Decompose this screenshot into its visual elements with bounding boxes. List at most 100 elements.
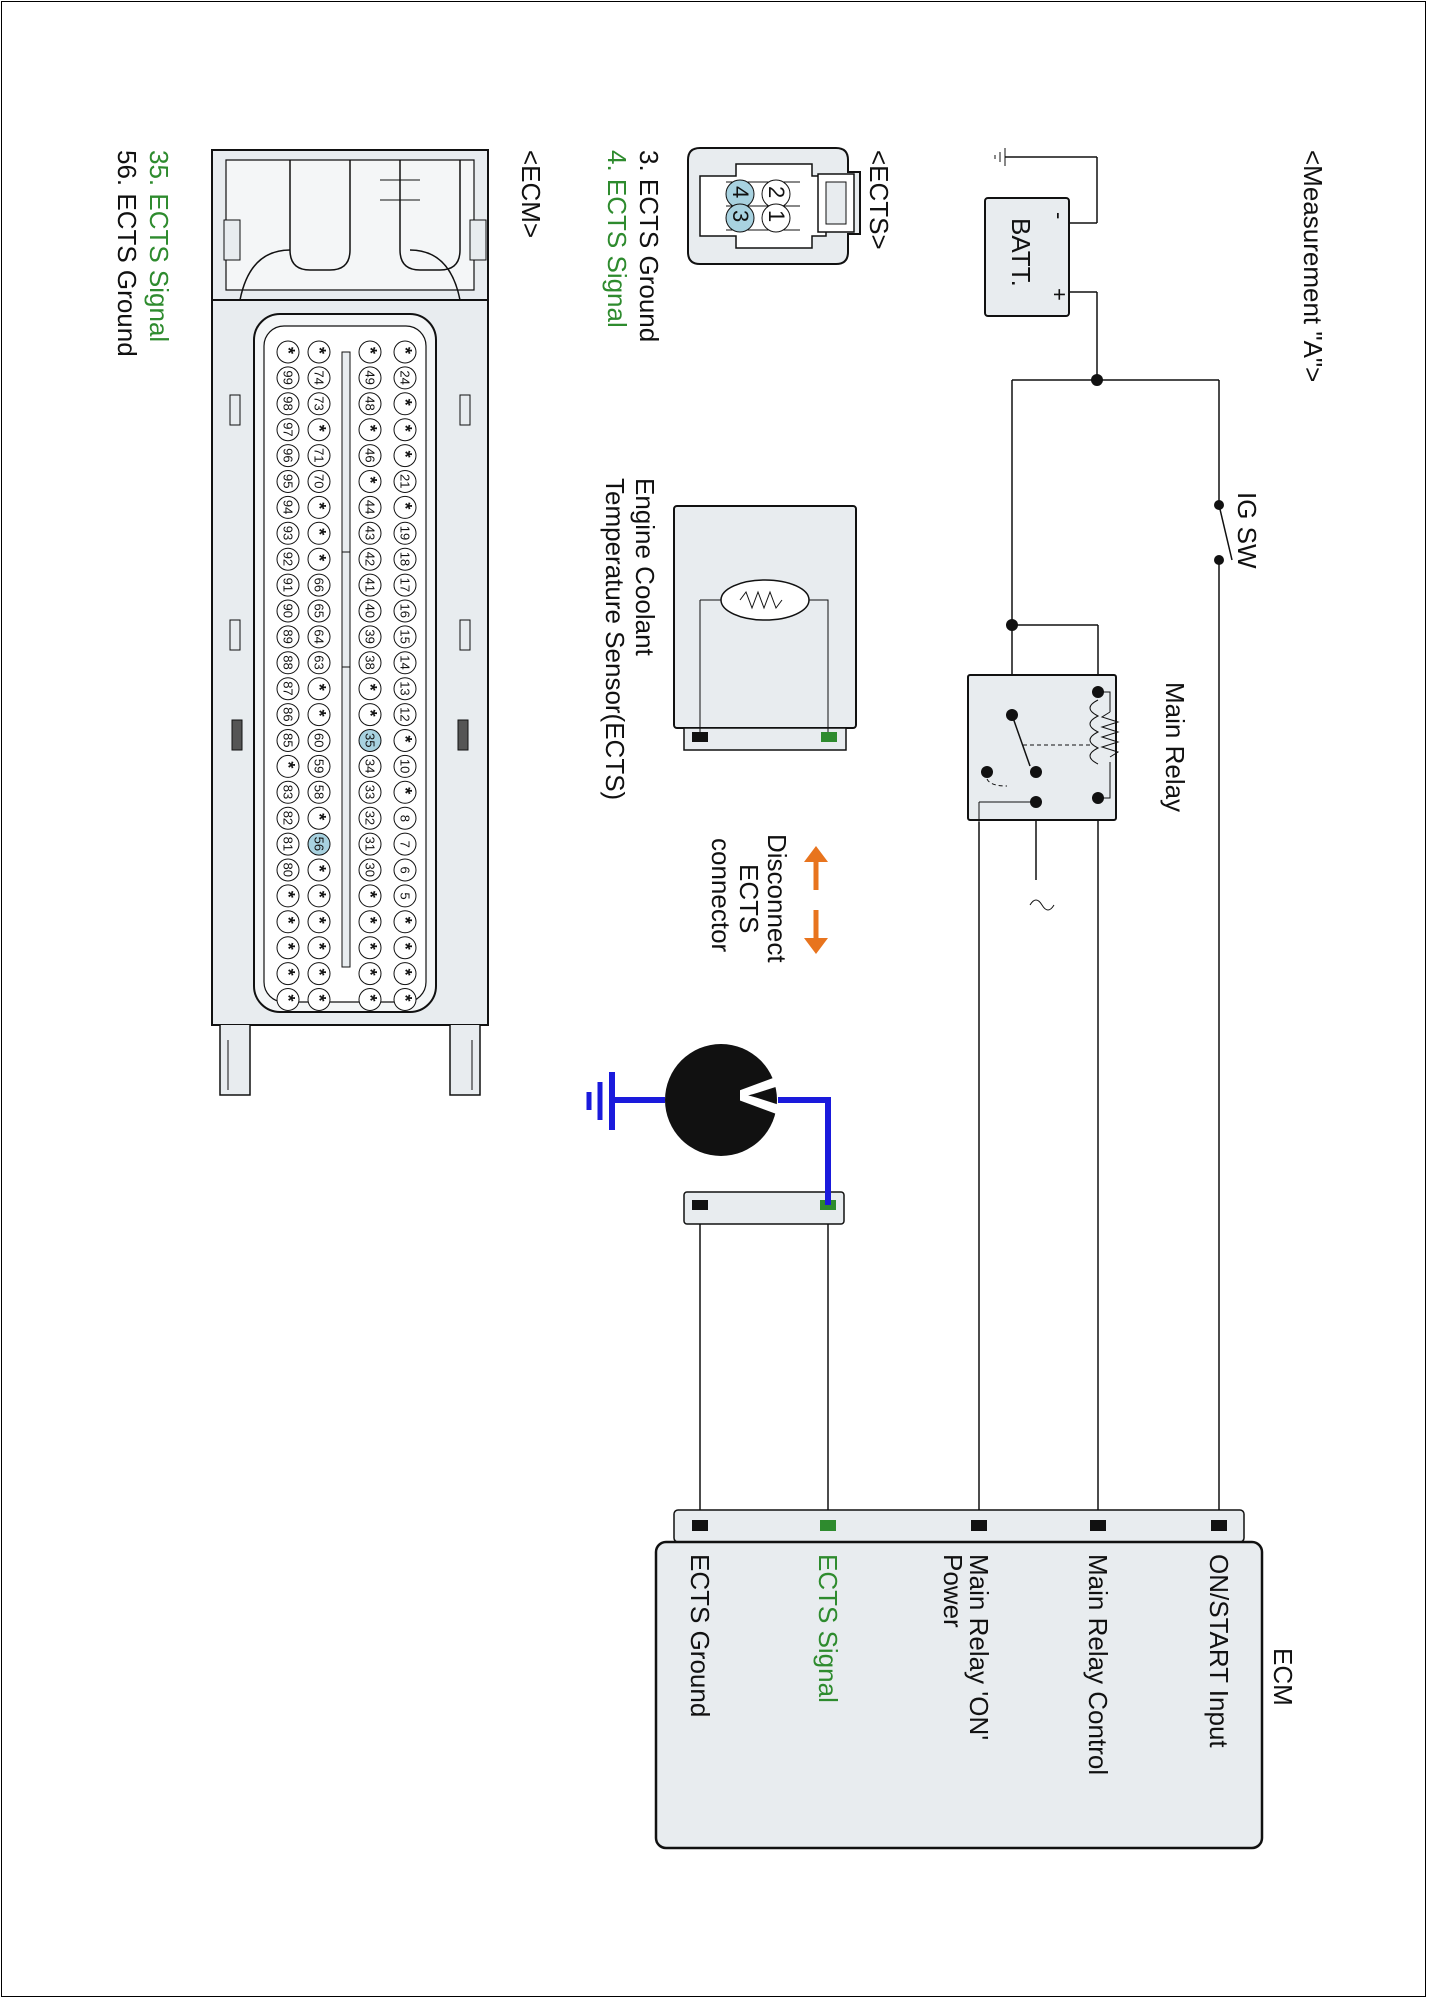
ecm-pin-label: 83 <box>281 785 296 799</box>
ecm-pin-unused <box>307 340 331 364</box>
ecm-pin-label: * <box>395 943 415 950</box>
ecm-pin-99 <box>276 366 300 390</box>
ecm-pin-32 <box>358 806 382 830</box>
ecm-pin-label: * <box>360 917 380 924</box>
ecm-pin-label: 85 <box>281 733 296 747</box>
ecm-pin-label: 40 <box>363 604 378 618</box>
ecm-pin-64 <box>307 625 331 649</box>
ecm-pin-desc-56: 56. ECTS Ground <box>112 150 142 357</box>
ecm-pin-label: 99 <box>281 370 296 384</box>
ects-harness-connector <box>683 1191 845 1225</box>
ecm-pin-label: 33 <box>363 785 378 799</box>
ecm-pin-label: 63 <box>312 655 327 669</box>
ecm-pin-label: 34 <box>363 759 378 773</box>
ecm-pin-label: * <box>309 502 329 509</box>
ecm-pin-unused <box>276 340 300 364</box>
ecm-pin-80 <box>276 858 300 882</box>
ects-pin-desc-3: 3. ECTS Ground <box>634 150 664 342</box>
disconnect-line2: ECTS <box>734 864 764 933</box>
ecm-pin-unused <box>358 677 382 701</box>
ecm-pin-label: 80 <box>281 863 296 877</box>
ecm-pin-label: * <box>360 943 380 950</box>
ecm-pin-label: * <box>309 554 329 561</box>
ecm-pin-unused <box>307 962 331 986</box>
ecm-pin-unused <box>358 936 382 960</box>
ecm-pin-label: * <box>360 425 380 432</box>
ecm-pin-label: * <box>395 399 415 406</box>
ecm-pin-ects-ground: ECTS Ground <box>685 1554 715 1717</box>
ecm-pin-label: 48 <box>363 396 378 410</box>
main-relay: Main Relay <box>967 674 1190 822</box>
ecm-pin-label: * <box>309 684 329 691</box>
ecm-pin-unused <box>393 340 417 364</box>
ecm-pin-unused <box>393 780 417 804</box>
ecm-pin-unused <box>358 470 382 493</box>
ecm-pin-label: * <box>309 425 329 432</box>
ecm-pin-10 <box>393 754 417 778</box>
ecm-pin-unused <box>307 936 331 960</box>
ecm-pin-91 <box>276 573 300 597</box>
ecm-pin-ects-signal: ECTS Signal <box>813 1554 843 1703</box>
ecm-pin-56 <box>307 832 331 856</box>
ecm-pin-grid: *24***21*1918171615141312*10*8765*****49… <box>276 340 417 1011</box>
ecm-pin-label: 86 <box>281 707 296 721</box>
ecm-pin-unused <box>393 418 417 442</box>
ecm-pin-label: * <box>395 502 415 509</box>
ecm-pin-label: * <box>309 917 329 924</box>
ecm-pin-21 <box>393 470 417 493</box>
ects-pin-4: 4 <box>728 186 753 198</box>
ecm-pin-label: 43 <box>363 526 378 540</box>
ecm-pin-14 <box>393 651 417 675</box>
ecm-pin-unused <box>307 806 331 830</box>
ecm-pin-unused <box>307 495 331 519</box>
ecm-pin-label: * <box>360 684 380 691</box>
ecm-pin-unused <box>358 910 382 934</box>
ecm-pin-40 <box>358 599 382 623</box>
ecm-pin-83 <box>276 780 300 804</box>
ecm-pin-label: 21 <box>398 474 413 488</box>
voltmeter: V <box>586 1044 831 1205</box>
ecm-pin-label: * <box>395 969 415 976</box>
ecm-pin-label: * <box>309 347 329 354</box>
schematic-wires <box>699 148 1233 1520</box>
ecm-pin-46 <box>358 444 382 468</box>
ecm-pin-label: * <box>395 995 415 1002</box>
ig-switch: IG SW <box>1214 492 1262 569</box>
ecm-pin-41 <box>358 573 382 597</box>
ecm-pin-label: 96 <box>281 448 296 462</box>
ecm-pin-label: 35 <box>363 733 378 747</box>
ecm-box: ECM ON/START Input Main Relay Control Ma… <box>654 1509 1298 1850</box>
ecm-pin-unused <box>393 392 417 416</box>
ecm-pin-7 <box>393 832 417 856</box>
ecm-pin-65 <box>307 599 331 623</box>
ecm-pin-label: * <box>309 528 329 535</box>
ecm-pin-unused <box>358 340 382 364</box>
ecm-pin-31 <box>358 832 382 856</box>
ecm-pin-label: 73 <box>312 396 327 410</box>
ecm-pin-19 <box>393 521 417 545</box>
ecm-pin-label: 97 <box>281 422 296 436</box>
ecm-pin-label: 42 <box>363 552 378 566</box>
ecm-pin-label: * <box>360 995 380 1002</box>
ecm-pin-label: 44 <box>363 500 378 514</box>
ecm-pin-39 <box>358 625 382 649</box>
ecm-pin-main-relay-on-power: Main Relay 'ON' <box>964 1554 994 1740</box>
ecm-pin-on-start-input: ON/START Input <box>1204 1554 1234 1748</box>
ecm-pin-16 <box>393 599 417 623</box>
ecm-pin-unused <box>307 677 331 701</box>
ecm-pin-13 <box>393 677 417 701</box>
ecm-pin-unused <box>307 884 331 908</box>
ecm-pin-58 <box>307 780 331 804</box>
ecm-pin-93 <box>276 521 300 545</box>
ecm-pin-label: 91 <box>281 578 296 592</box>
ecm-pin-desc-35: 35. ECTS Signal <box>144 150 174 342</box>
ecm-pin-main-relay-control: Main Relay Control <box>1083 1554 1113 1775</box>
ecm-pin-15 <box>393 625 417 649</box>
ecm-pin-label: 92 <box>281 552 296 566</box>
voltmeter-icon <box>665 1044 777 1156</box>
ecm-pin-unused <box>393 962 417 986</box>
ecm-pin-label: * <box>395 787 415 794</box>
ecm-pin-38 <box>358 651 382 675</box>
ecm-pin-label: 88 <box>281 655 296 669</box>
ecm-pin-label: * <box>309 813 329 820</box>
